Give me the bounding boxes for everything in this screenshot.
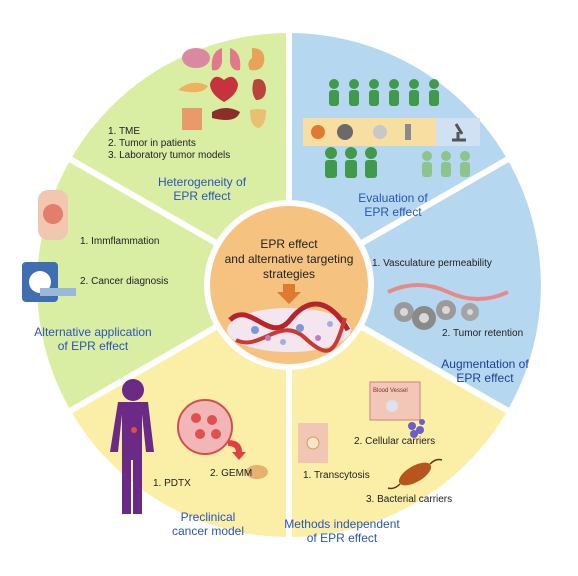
center-title-line3: strategies xyxy=(263,267,315,281)
human-body-icon xyxy=(110,379,154,514)
augmentation-title-line1: Augmentation of xyxy=(441,357,529,371)
person-icon xyxy=(345,147,357,178)
alternative-item-2: 2. Cancer diagnosis xyxy=(80,276,168,287)
person-icon xyxy=(349,79,359,106)
scanner-icon xyxy=(22,262,76,302)
intestine-icon xyxy=(182,108,202,130)
pdtx-tissue-icon xyxy=(177,399,233,455)
person-icon xyxy=(325,147,337,178)
center-title-line2: and alternative targeting xyxy=(225,252,354,266)
heterogeneity-item-2: 2. Tumor in patients xyxy=(108,138,196,149)
arrow-icon xyxy=(228,440,246,460)
organ-icons xyxy=(178,48,266,130)
bacterium-icon xyxy=(387,458,443,490)
person-icon xyxy=(389,79,399,106)
augmentation-item-2: 2. Tumor retention xyxy=(442,328,523,339)
microscope-icon xyxy=(452,123,466,142)
preclinical-item-1: 1. PDTX xyxy=(153,478,191,489)
people-group-bottom xyxy=(325,147,470,178)
heterogeneity-item-1: 1. TME xyxy=(108,126,140,137)
alternative-title-line2: of EPR effect xyxy=(58,339,129,353)
person-icon xyxy=(460,151,470,177)
independent-title-line2: of EPR effect xyxy=(307,531,378,545)
augmentation-item-1: 1. Vasculature permeability xyxy=(372,258,492,269)
alternative-title-line1: Alternative application xyxy=(34,325,151,339)
person-icon xyxy=(409,79,419,106)
person-icon xyxy=(422,151,432,177)
heterogeneity-item-3: 3. Laboratory tumor models xyxy=(108,150,230,161)
preclinical-item-2: 2. GEMM xyxy=(210,468,252,479)
lungs-icon xyxy=(211,48,241,71)
liver-icon xyxy=(212,108,240,120)
alternative-item-1: 1. Immflammation xyxy=(80,236,159,247)
preclinical-title-line2: cancer model xyxy=(172,524,244,538)
pancreas-icon xyxy=(178,82,208,93)
heterogeneity-title-line2: EPR effect xyxy=(173,189,231,203)
evaluation-title-line1: Evaluation of xyxy=(358,191,428,205)
people-group-top xyxy=(329,79,439,106)
center-title-line1: EPR effect xyxy=(260,237,318,251)
transcytosis-icon xyxy=(298,423,328,463)
blood-vessel-label: Blood Vessel xyxy=(373,388,408,394)
independent-item-1: 1. Transcytosis xyxy=(303,470,370,481)
augmentation-title-line2: EPR effect xyxy=(456,371,514,385)
evaluation-method-strip xyxy=(303,118,480,146)
mouse-icon xyxy=(246,465,268,479)
independent-item-2: 2. Cellular carriers xyxy=(354,436,435,447)
cellular-carrier-icon xyxy=(408,419,425,438)
independent-item-3: 3. Bacterial carriers xyxy=(366,494,452,505)
brain-icon xyxy=(182,48,210,68)
person-icon xyxy=(329,79,339,106)
kidney-icon xyxy=(252,79,266,100)
tumor-vasculature-icon xyxy=(227,301,351,353)
preclinical-title-line1: Preclinical xyxy=(181,510,236,524)
person-icon xyxy=(365,147,377,178)
knee-joint-icon xyxy=(38,190,68,240)
person-icon xyxy=(429,79,439,106)
heterogeneity-title-line1: Heterogeneity of xyxy=(158,175,247,189)
evaluation-title-line2: EPR effect xyxy=(364,205,422,219)
heart-icon xyxy=(210,76,238,102)
independent-title-line1: Methods independent xyxy=(284,517,400,531)
arrow-down-icon xyxy=(277,284,301,304)
gear-vessel-icon xyxy=(387,283,509,330)
blood-vessel-icon: Blood Vessel xyxy=(369,381,421,421)
person-icon xyxy=(441,151,451,177)
bladder-icon xyxy=(250,109,266,128)
stomach-icon xyxy=(248,48,265,71)
person-icon xyxy=(369,79,379,106)
